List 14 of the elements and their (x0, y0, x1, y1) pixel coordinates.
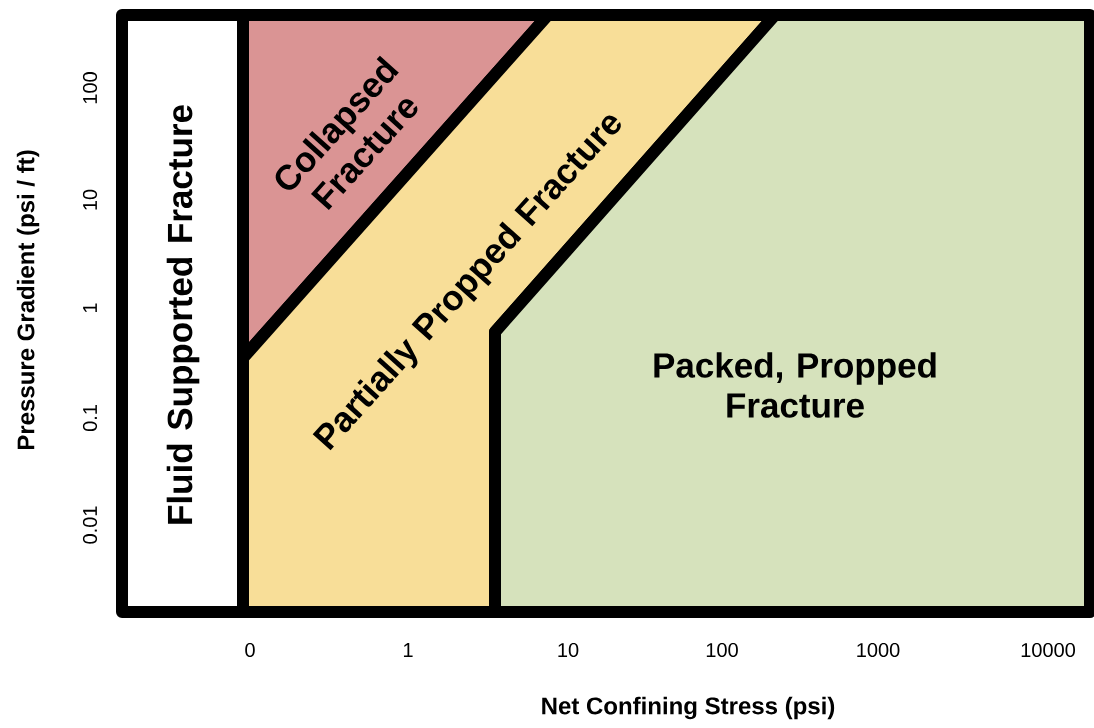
tick-label: 100 (82, 72, 98, 104)
tick-label: 1000 (857, 642, 900, 658)
axis-title: Net Confining Stress (psi) (542, 696, 835, 720)
tick-label: 100 (706, 642, 738, 658)
region: Fluid Supported Fracture (116, 9, 249, 618)
tick-label: 0.1 (82, 405, 98, 432)
tick-label: 0.01 (82, 506, 98, 544)
tick-label: 0 (245, 642, 255, 658)
tick-label: 1 (403, 643, 413, 657)
tick-label: 10 (82, 189, 98, 210)
tick-label: 1 (83, 303, 97, 313)
axis-title: Pressure Gradient (psi / ft) (16, 150, 40, 450)
tick-label: 10000 (1021, 642, 1075, 658)
tick-label: 10 (558, 642, 579, 658)
